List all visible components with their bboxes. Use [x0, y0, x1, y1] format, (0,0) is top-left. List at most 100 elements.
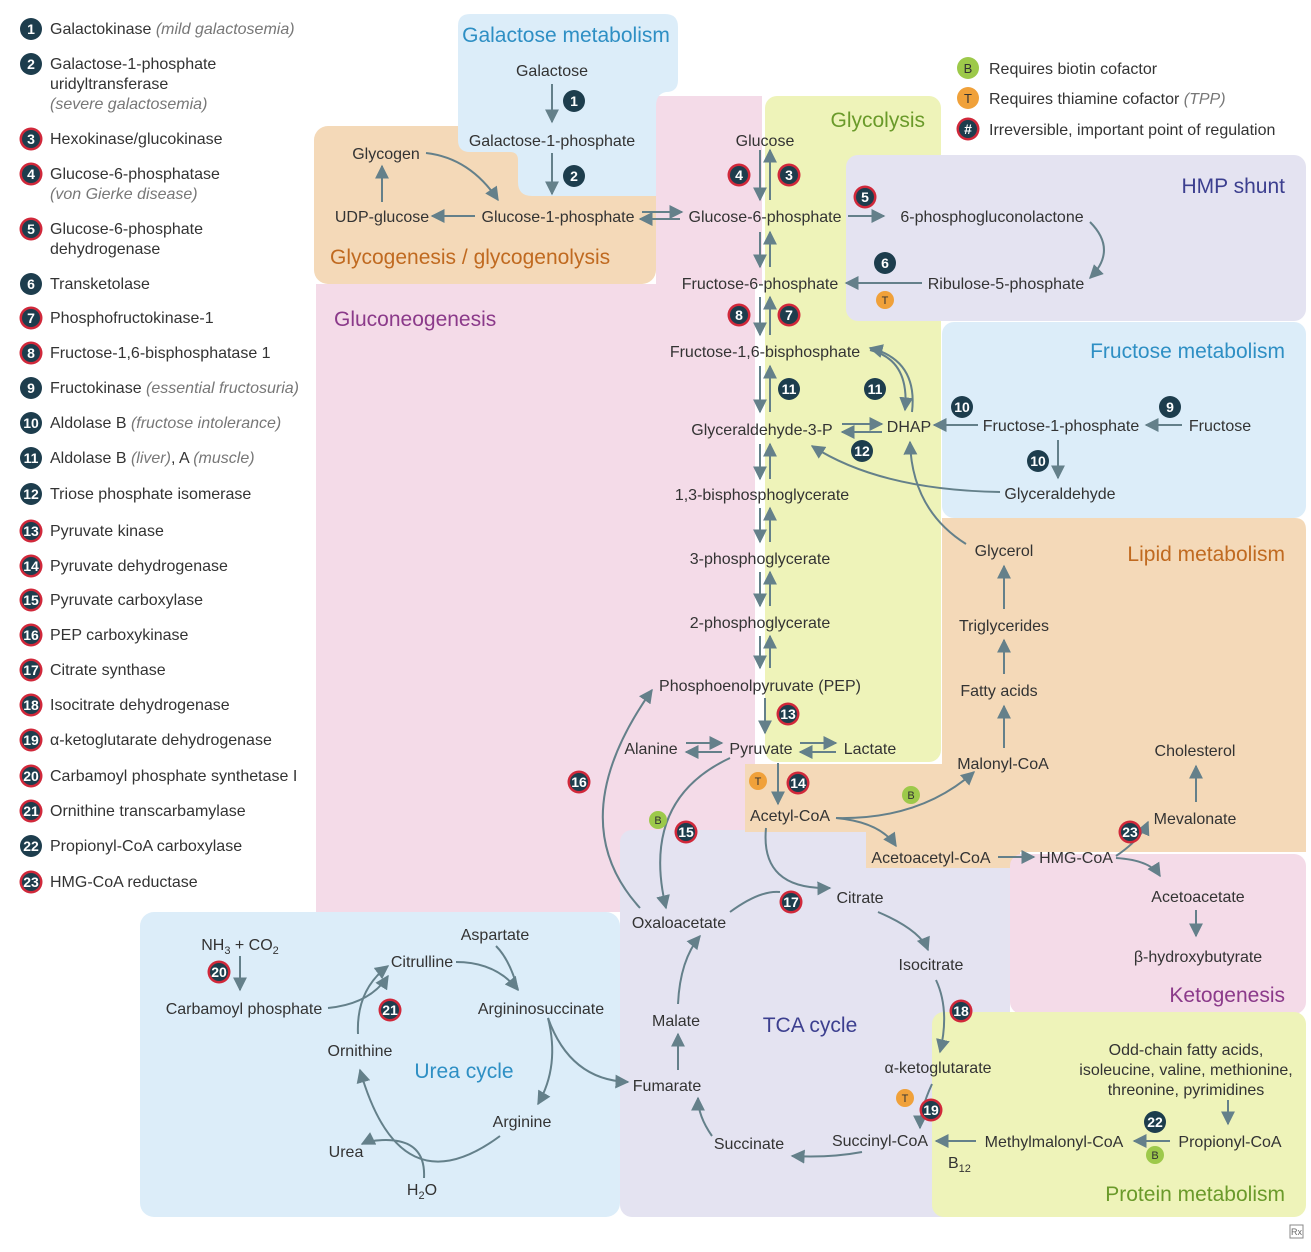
region-title-galactose: Galactose metabolism — [462, 24, 670, 47]
node-pyruvate: Pyruvate — [729, 741, 792, 758]
node-mevalonate: Mevalonate — [1154, 811, 1237, 828]
thiamine-symbol-pdh: T — [755, 776, 762, 788]
legend-enzyme-23: HMG-CoA reductase — [50, 874, 198, 891]
legend-badge-17-inner — [22, 661, 40, 679]
node-odd-chain-line2: isoleucine, valine, methionine, — [1079, 1062, 1292, 1079]
rx-watermark: Rx — [1291, 1227, 1302, 1237]
legend-badge-22-icon — [20, 835, 42, 857]
legend-badge-22-number: 22 — [23, 838, 39, 854]
legend-badge-13-number: 13 — [23, 523, 39, 539]
enzyme-badge-11-number: 11 — [868, 381, 883, 397]
region-gluconeogenesis — [316, 284, 755, 912]
enzyme-badge-20-number: 20 — [211, 964, 227, 980]
biotin-key-label: Requires biotin cofactor — [989, 61, 1158, 78]
legend-badge-18-inner — [22, 696, 40, 714]
legend-badge-15-number: 15 — [23, 592, 39, 608]
region-title-tca: TCA cycle — [763, 1014, 858, 1037]
enzyme-badge-7-number: 7 — [785, 307, 793, 323]
enzyme-badge-20-inner — [210, 963, 228, 981]
cofactor-key: B Requires biotin cofactor T Requires th… — [956, 57, 1275, 141]
node-methylmalonyl-coa: Methylmalonyl-CoA — [985, 1134, 1124, 1151]
enzyme-badge-6-icon — [874, 252, 896, 274]
legend-badge-23-number: 23 — [23, 874, 39, 890]
legend-enzyme-8: Fructose-1,6-bisphosphatase 1 — [50, 345, 271, 362]
thiamine-key-label: Requires thiamine cofactor (TPP) — [989, 91, 1226, 108]
enzyme-badge-11-icon — [778, 378, 800, 400]
legend-badge-2-number: 2 — [27, 56, 35, 72]
enzyme-badge-21-inner — [381, 1001, 399, 1019]
legend-enzyme-20: Carbamoyl phosphate synthetase I — [50, 768, 297, 785]
biotin-symbol-pcc: B — [1151, 1150, 1158, 1162]
legend-badge-21-inner — [22, 802, 40, 820]
legend-badge-9-number: 9 — [27, 380, 35, 396]
node-triglycerides: Triglycerides — [959, 618, 1049, 635]
legend-enzyme-6: Transketolase — [50, 276, 150, 293]
legend-badge-1-number: 1 — [27, 21, 35, 37]
biotin-key-symbol: B — [964, 61, 973, 76]
legend-badge-7-number: 7 — [27, 310, 35, 326]
enzyme-badge-3-number: 3 — [785, 167, 793, 183]
legend-badge-17-number: 17 — [23, 662, 39, 678]
legend-badge-4-inner — [22, 165, 40, 183]
legend-enzyme-11: Aldolase B (liver), A (muscle) — [50, 450, 255, 467]
node-citrulline: Citrulline — [391, 954, 453, 971]
node-arginine: Arginine — [493, 1114, 552, 1131]
node-glucose-6-phosphate: Glucose-6-phosphate — [689, 209, 842, 226]
node-fatty-acids: Fatty acids — [960, 683, 1037, 700]
enzyme-badge-17-inner — [782, 893, 800, 911]
node-glyceraldehyde-3-p: Glyceraldehyde-3-P — [691, 422, 832, 439]
legend-badge-6-icon — [20, 273, 42, 295]
node-odd-chain-line3: threonine, pyrimidines — [1108, 1082, 1265, 1099]
enzyme-badge-15-inner — [677, 823, 695, 841]
legend-badge-14-inner — [22, 557, 40, 575]
thiamine-icon-transketolase — [876, 291, 894, 309]
legend-enzyme-19: α-ketoglutarate dehydrogenase — [50, 732, 272, 749]
legend-enzyme-21: Ornithine transcarbamylase — [50, 803, 246, 820]
enzyme-badge-21-number: 21 — [382, 1002, 398, 1018]
legend-badge-6-number: 6 — [27, 276, 35, 292]
biotin-icon-pc — [649, 811, 667, 829]
node-acetyl-coa: Acetyl-CoA — [750, 808, 830, 825]
node-lactate: Lactate — [844, 741, 897, 758]
enzyme-badge-17-number: 17 — [783, 894, 799, 910]
node-2-phosphoglycerate: 2-phosphoglycerate — [690, 615, 831, 632]
legend-enzyme-22: Propionyl-CoA carboxylase — [50, 838, 242, 855]
node-glycogen: Glycogen — [352, 146, 420, 163]
legend-enzyme-15: Pyruvate carboxylase — [50, 592, 203, 609]
node-3-phosphoglycerate: 3-phosphoglycerate — [690, 551, 831, 568]
legend-badge-19-number: 19 — [23, 732, 39, 748]
enzyme-badge-18-number: 18 — [953, 1003, 969, 1019]
enzyme-badge-11-number: 11 — [782, 381, 797, 397]
legend-enzyme-16: PEP carboxykinase — [50, 627, 189, 644]
legend-enzyme-4: Glucose-6-phosphatase — [50, 166, 220, 183]
node-citrate: Citrate — [836, 890, 883, 907]
legend-badge-11-icon — [20, 447, 42, 469]
node-hmg-coa: HMG-CoA — [1039, 850, 1113, 867]
node-glucose: Glucose — [736, 133, 795, 150]
biotin-symbol-acc: B — [907, 790, 914, 802]
legend-enzyme-2-note: (severe galactosemia) — [50, 96, 207, 113]
node-propionyl-coa: Propionyl-CoA — [1178, 1134, 1281, 1151]
enzyme-badge-22-number: 22 — [1147, 1114, 1163, 1130]
region-gluconeogenesis-top — [656, 96, 762, 284]
node-dhap: DHAP — [887, 419, 931, 436]
node-6-phosphogluconolactone: 6-phosphogluconolactone — [900, 209, 1083, 226]
legend-enzyme-4-note: (von Gierke disease) — [50, 186, 198, 203]
node-glycerol: Glycerol — [975, 543, 1034, 560]
enzyme-badge-22-icon — [1144, 1111, 1166, 1133]
legend-badge-21-number: 21 — [23, 803, 39, 819]
region-tca — [620, 830, 1010, 1217]
node-nh3-co2: NH3 + CO2 — [201, 937, 279, 957]
enzyme-badge-19-number: 19 — [923, 1102, 939, 1118]
legend-badge-3-number: 3 — [27, 131, 35, 147]
legend-enzyme-7: Phosphofructokinase-1 — [50, 310, 214, 327]
node-13-bisphosphoglycerate: 1,3-bisphosphoglycerate — [675, 487, 849, 504]
node-succinate: Succinate — [714, 1136, 784, 1153]
node-malate: Malate — [652, 1013, 700, 1030]
legend-badge-7-inner — [22, 309, 40, 327]
node-h2o: H2O — [407, 1182, 437, 1202]
node-carbamoyl-phosphate: Carbamoyl phosphate — [166, 1001, 323, 1018]
biotin-icon-acc — [902, 786, 920, 804]
enzyme-badge-11-icon — [864, 378, 886, 400]
